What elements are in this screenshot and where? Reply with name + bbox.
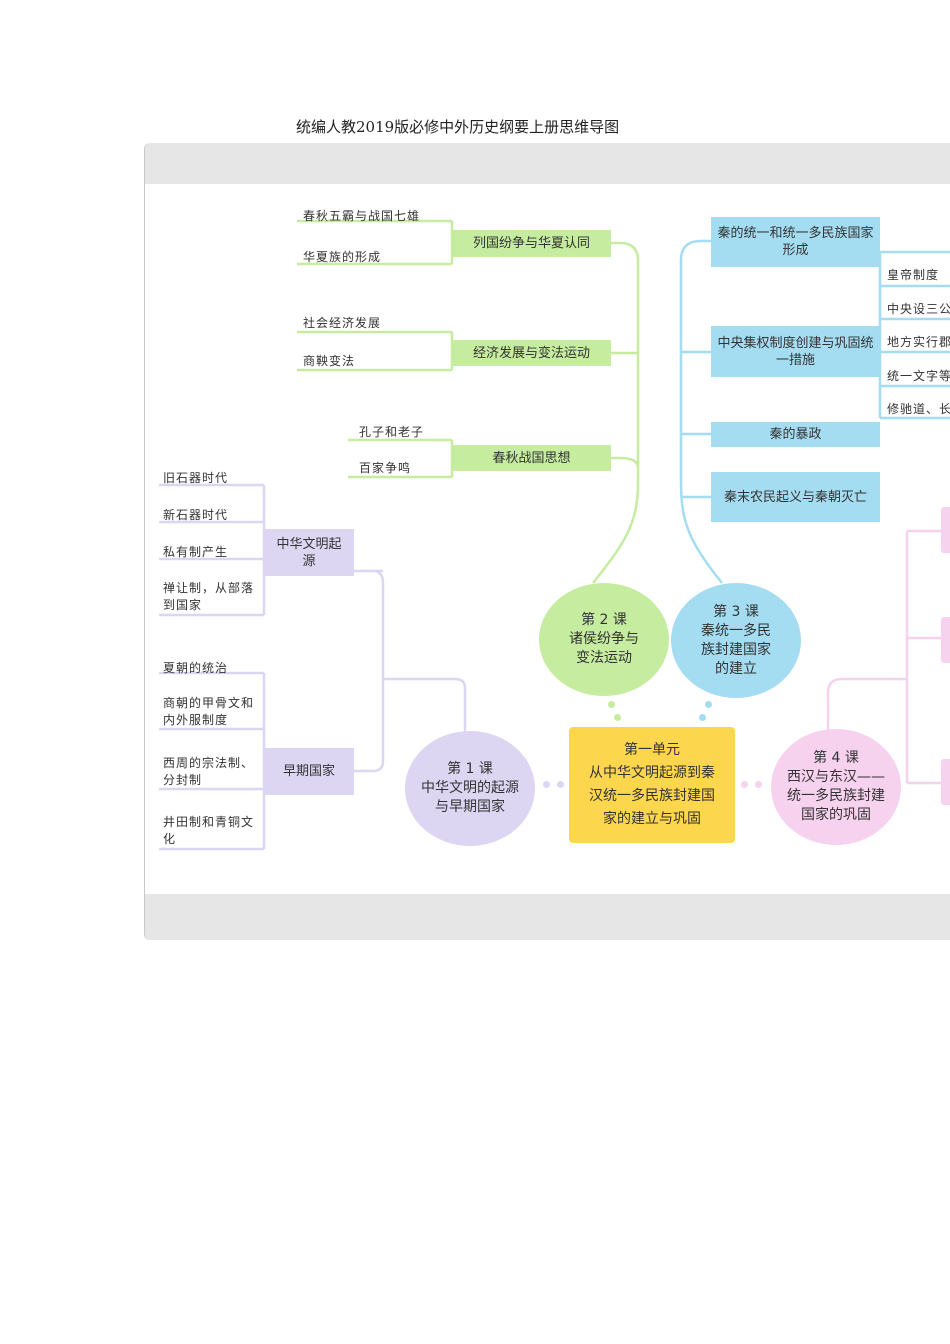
lesson2-number: 第 2 课 [581, 612, 627, 628]
mind-map-canvas: 春秋五霸与战国七雄 华夏族的形成 社会经济发展 商鞅变法 孔子和老子 百家争鸣 … [144, 143, 950, 940]
branch-jingji-bianfa[interactable]: 经济发展与变法运动 [452, 340, 611, 366]
unit-title-line: 汉统一多民族封建国 [589, 788, 715, 804]
unit-title-line: 从中华文明起源到秦 [589, 765, 715, 781]
leaf-item: 旧石器时代 [163, 471, 229, 485]
unit-number: 第一单元 [624, 742, 680, 758]
leaf-item: 百家争鸣 [359, 461, 412, 475]
branch-qin-tongyi[interactable]: 秦的统一和统一多民族国家形成 [711, 217, 880, 267]
lesson1-number: 第 1 课 [447, 761, 493, 777]
connector-dot [543, 781, 550, 788]
unit-center-node[interactable]: 第一单元 从中华文明起源到秦 汉统一多民族封建国 家的建立与巩固 [569, 727, 735, 843]
connector-dot [741, 781, 748, 788]
connector-dot [705, 701, 712, 708]
branch-qinmo-qiyi[interactable]: 秦末农民起义与秦朝灭亡 [711, 472, 880, 522]
lesson4-title-line: 西汉与东汉—— [787, 769, 885, 785]
leaf-item: 统一文字等 [887, 369, 950, 383]
canvas-top-band [145, 143, 950, 184]
branch-qin-baozheng[interactable]: 秦的暴政 [711, 422, 880, 447]
connector-dot [608, 701, 615, 708]
lesson4-title-line: 统一多民族封建 [787, 788, 885, 804]
leaf-item: 修驰道、长 [887, 402, 950, 416]
lesson3-title-line: 族封建国家 [701, 641, 771, 658]
leaf-item: 春秋五霸与战国七雄 [303, 209, 421, 223]
leaf-item: 西周的宗法制、分封制 [163, 756, 255, 787]
leaf-item: 新石器时代 [163, 508, 229, 522]
connector-dot [699, 714, 706, 721]
lesson1-title-line: 与早期国家 [435, 799, 505, 815]
leaf-item: 夏朝的统治 [163, 661, 229, 675]
leaf-item: 皇帝制度 [887, 268, 940, 282]
leaf-item: 商鞅变法 [303, 354, 356, 368]
lesson4-branch-stub[interactable] [941, 617, 950, 663]
unit-title-line: 家的建立与巩固 [603, 811, 701, 827]
leaf-item: 禅让制，从部落到国家 [163, 581, 255, 612]
lesson4-branch-stub[interactable] [941, 507, 950, 553]
branch-zaoqi-guojia[interactable]: 早期国家 [264, 748, 354, 795]
lesson3-node[interactable]: 第 3 课 秦统一多民 族封建国家 的建立 [671, 583, 801, 698]
lesson2-node[interactable]: 第 2 课 诸侯纷争与 变法运动 [539, 583, 669, 696]
branch-zhonghua-qiyuan[interactable]: 中华文明起源 [264, 529, 354, 576]
connector-dot [557, 781, 564, 788]
branch-lienguo-fenzheng[interactable]: 列国纷争与华夏认同 [452, 230, 611, 257]
lesson4-title-line: 国家的巩固 [801, 807, 871, 823]
leaf-item: 地方实行郡 [887, 335, 950, 349]
lesson1-title-line: 中华文明的起源 [421, 780, 519, 796]
leaf-item: 华夏族的形成 [303, 250, 382, 264]
connector-lines [159, 219, 950, 851]
canvas-bottom-band [145, 894, 950, 940]
lesson4-node[interactable]: 第 4 课 西汉与东汉—— 统一多民族封建 国家的巩固 [771, 729, 901, 845]
branch-zhongyang-jiquan[interactable]: 中央集权制度创建与巩固统一措施 [711, 326, 880, 377]
leaf-item: 商朝的甲骨文和内外服制度 [163, 696, 255, 727]
leaf-item: 社会经济发展 [303, 316, 382, 330]
lesson4-branch-stub[interactable] [941, 759, 950, 805]
lesson3-title-line: 的建立 [715, 660, 757, 677]
lesson2-title-line: 变法运动 [576, 650, 632, 666]
leaf-item: 中央设三公 [887, 302, 950, 316]
leaf-item: 私有制产生 [163, 545, 229, 559]
lesson4-number: 第 4 课 [813, 750, 859, 766]
lesson3-title-line: 秦统一多民 [701, 622, 771, 639]
branch-chunqiu-sixiang[interactable]: 春秋战国思想 [452, 445, 611, 471]
leaf-item: 孔子和老子 [359, 425, 425, 439]
leaf-item: 井田制和青铜文化 [163, 815, 255, 846]
lesson2-title-line: 诸侯纷争与 [569, 631, 639, 647]
connector-dot [614, 714, 621, 721]
document-title: 统编人教2019版必修中外历史纲要上册思维导图 [296, 118, 620, 136]
lesson3-number: 第 3 课 [713, 603, 759, 620]
lesson1-node[interactable]: 第 1 课 中华文明的起源 与早期国家 [405, 731, 535, 846]
connector-dot [755, 781, 762, 788]
